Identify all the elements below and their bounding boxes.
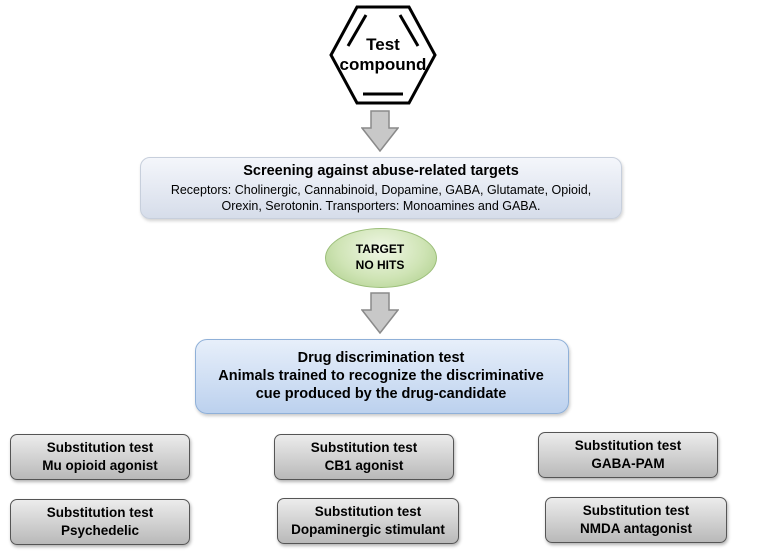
substitution-title: Substitution test bbox=[46, 440, 154, 455]
substitution-subtitle: GABA-PAM bbox=[591, 456, 665, 471]
substitution-test-psychedelic: Substitution test Psychedelic bbox=[10, 499, 190, 545]
substitution-title: Substitution test bbox=[582, 503, 690, 518]
target-line-2: NO HITS bbox=[355, 258, 405, 272]
target-line-1: TARGET bbox=[355, 242, 405, 256]
discrimination-line-3: cue produced by the drug-candidate bbox=[255, 386, 507, 402]
compound-label-line1: Test bbox=[366, 35, 400, 54]
substitution-title: Substitution test bbox=[574, 438, 682, 453]
discrimination-line-2: Animals trained to recognize the discrim… bbox=[218, 368, 544, 384]
substitution-test-gaba-pam: Substitution test GABA-PAM bbox=[538, 432, 718, 478]
substitution-subtitle: CB1 agonist bbox=[324, 458, 404, 473]
substitution-title: Substitution test bbox=[314, 504, 422, 519]
substitution-test-dopaminergic: Substitution test Dopaminergic stimulant bbox=[277, 498, 459, 544]
screening-title: Screening against abuse-related targets bbox=[243, 163, 519, 179]
drug-discrimination-box bbox=[195, 339, 569, 414]
drug-discrimination-text: Drug discrimination test Animals trained… bbox=[195, 349, 567, 403]
substitution-subtitle: Mu opioid agonist bbox=[42, 458, 158, 473]
compound-label-line2: compound bbox=[339, 55, 427, 74]
substitution-title: Substitution test bbox=[310, 440, 418, 455]
substitution-test-nmda: Substitution test NMDA antagonist bbox=[545, 497, 727, 543]
screening-line-2: Orexin, Serotonin. Transporters: Monoami… bbox=[221, 199, 541, 213]
substitution-subtitle: NMDA antagonist bbox=[580, 521, 692, 536]
substitution-subtitle: Dopaminergic stimulant bbox=[291, 522, 445, 537]
down-arrow-icon bbox=[361, 110, 399, 152]
screening-description: Receptors: Cholinergic, Cannabinoid, Dop… bbox=[151, 182, 611, 214]
substitution-test-mu-opioid: Substitution test Mu opioid agonist bbox=[10, 434, 190, 480]
substitution-test-cb1: Substitution test CB1 agonist bbox=[274, 434, 454, 480]
target-no-hits-label: TARGET NO HITS bbox=[325, 241, 435, 273]
down-arrow-icon bbox=[361, 292, 399, 334]
substitution-title: Substitution test bbox=[46, 505, 154, 520]
discrimination-title: Drug discrimination test bbox=[297, 350, 465, 366]
target-no-hits-ellipse bbox=[325, 228, 437, 288]
screening-box: Screening against abuse-related targets … bbox=[140, 157, 622, 219]
substitution-subtitle: Psychedelic bbox=[60, 523, 140, 538]
benzene-ring-icon bbox=[329, 5, 437, 105]
screening-line-1: Receptors: Cholinergic, Cannabinoid, Dop… bbox=[170, 183, 592, 197]
